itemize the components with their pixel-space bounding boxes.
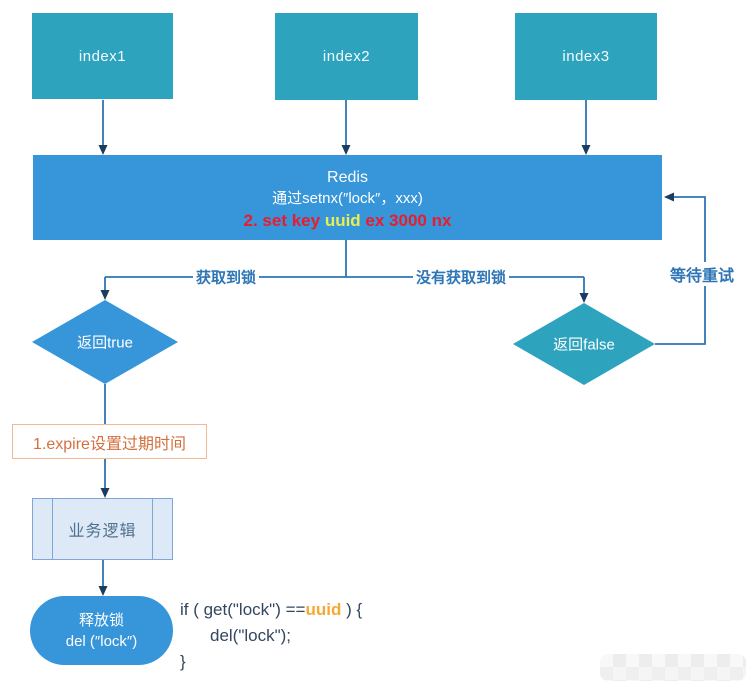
node-index2: index2 xyxy=(275,13,418,100)
node-index3: index3 xyxy=(515,13,657,100)
node-expire-label: 1.expire设置过期时间 xyxy=(33,435,186,453)
edge-label-no-lock: 没有获取到锁 xyxy=(412,266,510,288)
redis-set-command: 2. set key uuid ex 3000 nx xyxy=(244,210,452,231)
code-line2: del("lock"); xyxy=(210,626,292,645)
node-business-label: 业务逻辑 xyxy=(68,523,137,540)
return-false-label: 返回false xyxy=(553,336,615,354)
return-true-label: 返回true xyxy=(77,334,133,352)
redis-cmd-suffix: ex 3000 nx xyxy=(360,210,452,230)
redis-title: Redis xyxy=(327,168,368,186)
redis-setnx-line: 通过setnx(″lock″，xxx) xyxy=(272,189,423,207)
return-false-diamond xyxy=(513,303,655,385)
code-line1-prefix: if ( get("lock") == xyxy=(180,600,306,619)
code-line1: if ( get("lock") ==uuid ) { xyxy=(180,600,362,619)
edge-label-got-lock: 获取到锁 xyxy=(192,266,260,288)
code-line1-suffix: ) { xyxy=(341,600,363,619)
watermark-blur xyxy=(600,654,746,681)
release-lock-line1: 释放锁 xyxy=(78,611,124,629)
return-true-diamond xyxy=(32,300,178,384)
node-expire: 1.expire设置过期时间 xyxy=(12,424,207,459)
release-lock-line2: del (″lock″) xyxy=(65,632,138,650)
node-index2-label: index2 xyxy=(322,48,371,65)
code-line3: } xyxy=(180,652,186,671)
node-redis: Redis 通过setnx(″lock″，xxx) 2. set key uui… xyxy=(33,155,662,240)
redis-cmd-uuid: uuid xyxy=(324,210,361,230)
edge-label-retry: 等待重试 xyxy=(666,262,738,286)
node-business-logic: 业务逻辑 xyxy=(32,498,173,560)
node-release-lock: 释放锁 del (″lock″) xyxy=(30,596,173,665)
predefined-process-side-bars xyxy=(52,499,153,559)
node-index1-label: index1 xyxy=(78,47,127,65)
code-uuid: uuid xyxy=(305,600,342,619)
node-index3-label: index3 xyxy=(562,48,610,65)
node-index1: index1 xyxy=(32,13,173,99)
code-snippet: if ( get("lock") ==uuid ) { del("lock");} xyxy=(180,597,362,675)
redis-cmd-prefix: 2. set key xyxy=(243,210,325,230)
